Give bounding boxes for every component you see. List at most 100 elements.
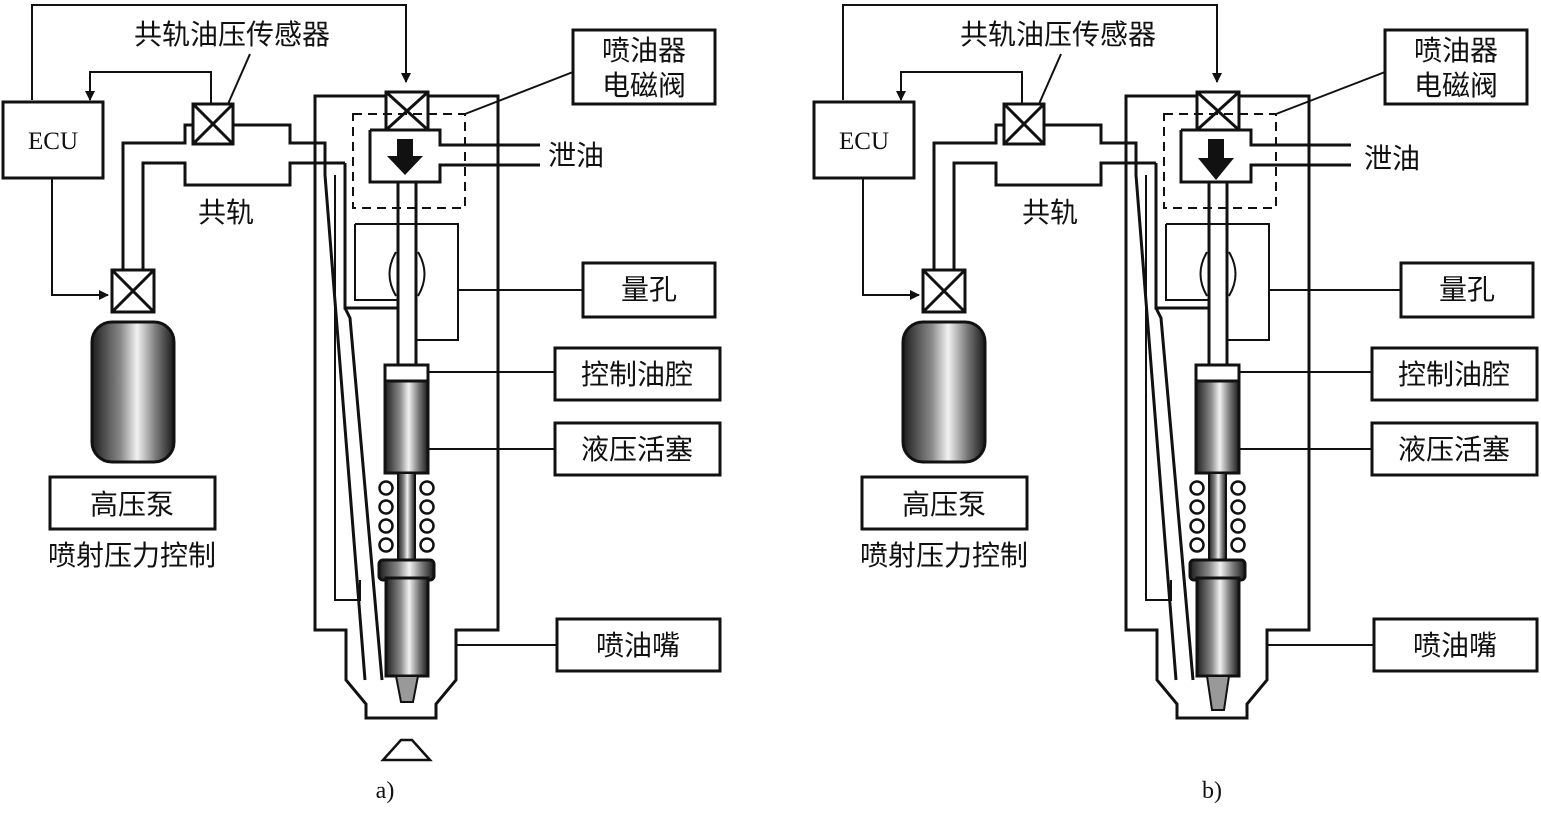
injector-valve-label-line1: 喷油器 — [1414, 34, 1498, 67]
injector-valve-label-box — [571, 28, 717, 106]
nozzle-feed-line — [323, 155, 367, 681]
ecu-box — [812, 100, 916, 180]
nozzle-feed-line — [1134, 155, 1178, 681]
rail-pressure-sensor — [1002, 102, 1046, 146]
control-chamber-label: 控制油腔 — [581, 358, 693, 391]
hydraulic-piston-label-box — [1370, 421, 1539, 477]
pump-label: 高压泵 — [90, 488, 174, 521]
pump-feed-pipe — [121, 123, 210, 270]
injector-valve-leader — [1275, 71, 1386, 115]
rail-sensor-label: 共轨油压传感器 — [960, 18, 1156, 51]
injector-valve-label-line2: 电磁阀 — [602, 69, 686, 102]
hydraulic-piston — [383, 379, 430, 475]
piston-stem — [397, 472, 416, 564]
pump-control-valve — [921, 268, 967, 314]
injector-valve-label-line2: 电磁阀 — [1414, 69, 1498, 102]
pump-label: 高压泵 — [902, 488, 986, 521]
control-chamber-label-box — [553, 346, 722, 402]
injector-solenoid-valve — [384, 90, 430, 132]
solenoid-valve-dashed-region — [352, 113, 466, 209]
valve-closed-arrow-icon — [1198, 139, 1234, 180]
injector-body-outline — [1124, 94, 1311, 720]
nozzle-label: 喷油嘴 — [1413, 629, 1497, 662]
hydraulic-piston-label: 液压活塞 — [1398, 433, 1510, 466]
panel-b-closed: ECU 共轨油压传感器 共轨 高压泵 喷射压力控制 — [812, 4, 1539, 804]
rail-sensor-leader — [1038, 53, 1062, 105]
orifice-label: 量孔 — [1439, 273, 1495, 306]
ecu-to-injector-signal-wire — [31, 4, 411, 100]
ecu-to-pump-signal-wire — [862, 178, 920, 300]
needle-tip — [394, 675, 420, 703]
injector-solenoid-valve — [1195, 90, 1241, 132]
orifice-symbol — [1199, 251, 1237, 297]
pump-feed-pipe-inner — [141, 161, 345, 270]
pump-label-box — [860, 475, 1029, 531]
control-chamber — [383, 363, 430, 383]
pump-control-valve — [110, 268, 156, 314]
panel-a-injecting: ECU 共轨油压传感器 共轨 高压泵 喷射压力控制 — [1, 4, 722, 804]
injector-body-outline — [313, 94, 500, 720]
valve-chamber — [370, 128, 540, 147]
injector-valve-label-box — [1383, 28, 1529, 106]
high-pressure-pump-cylinder — [90, 320, 176, 464]
injector-inner-wall — [1145, 175, 1172, 601]
nozzle-needle — [384, 576, 430, 678]
control-channel — [396, 182, 418, 365]
fuel-spray-icon — [380, 738, 433, 762]
needle-tip — [1205, 675, 1231, 711]
rail-label: 共轨 — [198, 196, 254, 229]
injector-valve-label-line1: 喷油器 — [602, 34, 686, 67]
injector-inner-wall — [334, 175, 361, 601]
leak-label: 泄油 — [548, 139, 604, 172]
sensor-to-ecu-signal-wire — [896, 71, 1023, 104]
solenoid-valve-dashed-region — [1163, 113, 1277, 209]
nozzle-label-box — [555, 617, 722, 673]
rail-to-control-chamber-feed — [343, 163, 398, 310]
control-channel — [1207, 182, 1229, 365]
valve-open-arrow-icon — [387, 139, 423, 175]
pump-feed-pipe-inner — [952, 161, 1156, 270]
rail-pressure-sensor — [191, 102, 235, 146]
ecu-box — [1, 100, 105, 180]
rail-to-control-chamber-feed — [1154, 163, 1209, 310]
nozzle-feed-line-inner — [1154, 307, 1195, 681]
ecu-to-pump-signal-wire — [51, 178, 109, 300]
control-chamber-label: 控制油腔 — [1398, 358, 1510, 391]
nozzle-label-box — [1372, 617, 1539, 673]
piston-stem — [1208, 472, 1227, 564]
control-chamber — [1194, 363, 1241, 383]
common-rail-pipe — [1044, 123, 1138, 155]
leak-label: 泄油 — [1364, 142, 1420, 175]
ecu-label: ECU — [28, 128, 78, 155]
valve-chamber-lower — [1179, 130, 1351, 184]
rail-sensor-label: 共轨油压传感器 — [134, 18, 330, 51]
hydraulic-piston — [1194, 379, 1241, 475]
panel-b-caption: b) — [1202, 778, 1222, 804]
pump-feed-pipe — [932, 123, 1021, 270]
high-pressure-pump-cylinder — [901, 320, 987, 464]
nozzle-needle — [1195, 576, 1241, 678]
common-rail-pipe — [233, 123, 327, 155]
ecu-label: ECU — [839, 128, 889, 155]
valve-chamber-lower — [368, 130, 540, 184]
nozzle-feed-line-inner — [343, 307, 384, 681]
pump-label-box — [48, 475, 217, 531]
orifice-housing — [1165, 223, 1270, 341]
orifice-label: 量孔 — [621, 273, 677, 306]
panel-a-caption: a) — [376, 778, 395, 804]
nozzle-label: 喷油嘴 — [596, 629, 680, 662]
sensor-to-ecu-signal-wire — [85, 71, 212, 104]
pressure-control-label: 喷射压力控制 — [860, 539, 1028, 572]
injector-valve-leader — [464, 71, 574, 115]
hydraulic-piston-label: 液压活塞 — [581, 433, 693, 466]
valve-chamber — [1181, 128, 1351, 147]
pressure-control-label: 喷射压力控制 — [48, 539, 216, 572]
orifice-symbol — [388, 251, 426, 297]
rail-sensor-leader — [227, 53, 251, 105]
orifice-housing — [354, 223, 459, 341]
rail-label: 共轨 — [1022, 196, 1078, 229]
return-spring-coils — [378, 480, 435, 553]
ecu-to-injector-signal-wire — [842, 4, 1222, 100]
